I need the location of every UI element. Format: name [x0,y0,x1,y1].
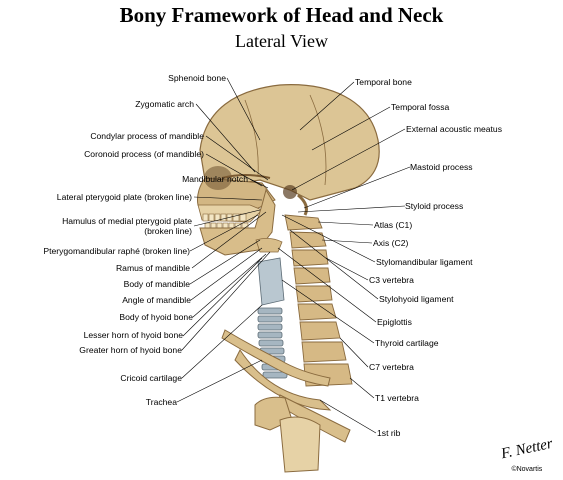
netter-signature: F. Netter ©Novartis [500,436,554,476]
label-ramus-of-mandible: Ramus of mandible [115,263,190,273]
label-stylohyoid-ligament: Stylohyoid ligament [379,294,454,304]
label-greater-horn-hyoid: Greater horn of hyoid bone [79,345,182,355]
ribs-clavicle [221,329,351,473]
label-lateral-pterygoid-plate: Lateral pterygoid plate (broken line) [56,192,192,202]
label-sphenoid-bone: Sphenoid bone [168,73,226,83]
label-trachea: Trachea [145,397,177,407]
label-thyroid-cartilage: Thyroid cartilage [375,338,439,348]
label-temporal-fossa: Temporal fossa [391,102,450,112]
label-atlas-c1: Atlas (C1) [374,220,413,230]
label-cricoid-cartilage: Cricoid cartilage [120,373,182,383]
label-stylomandibular-ligament: Stylomandibular ligament [376,257,473,267]
label-condylar-process: Condylar process of mandible [90,131,204,141]
copyright-notice: ©Novartis [511,466,543,473]
label-1st-rib: 1st rib [377,428,401,438]
page-title: Bony Framework of Head and Neck [119,3,444,27]
label-styloid-process: Styloid process [405,201,464,211]
label-epiglottis: Epiglottis [377,317,412,327]
skull [197,84,380,256]
label-temporal-bone: Temporal bone [355,77,412,87]
label-mandibular-notch: Mandibular notch [182,174,248,184]
label-body-of-hyoid: Body of hyoid bone [119,312,193,322]
label-hamulus: Hamulus of medial pterygoid plate (broke… [62,216,192,236]
label-t1-vertebra: T1 vertebra [375,393,419,403]
label-angle-of-mandible: Angle of mandible [122,295,191,305]
cervical-spine [284,214,353,387]
label-zygomatic-arch: Zygomatic arch [135,99,194,109]
label-lesser-horn-hyoid: Lesser horn of hyoid bone [83,330,183,340]
label-c7-vertebra: C7 vertebra [369,362,414,372]
page-subtitle: Lateral View [234,31,329,51]
label-pterygomandibular-raphe: Pterygomandibular raphé (broken line) [43,246,190,256]
label-coronoid-process: Coronoid process (of mandible) [84,149,204,159]
label-axis-c2: Axis (C2) [373,238,409,248]
leader-lines [176,77,411,434]
label-c3-vertebra: C3 vertebra [369,275,414,285]
label-body-of-mandible: Body of mandible [123,279,190,289]
label-external-acoustic-meatus: External acoustic meatus [406,124,503,134]
label-mastoid-process: Mastoid process [410,162,473,172]
